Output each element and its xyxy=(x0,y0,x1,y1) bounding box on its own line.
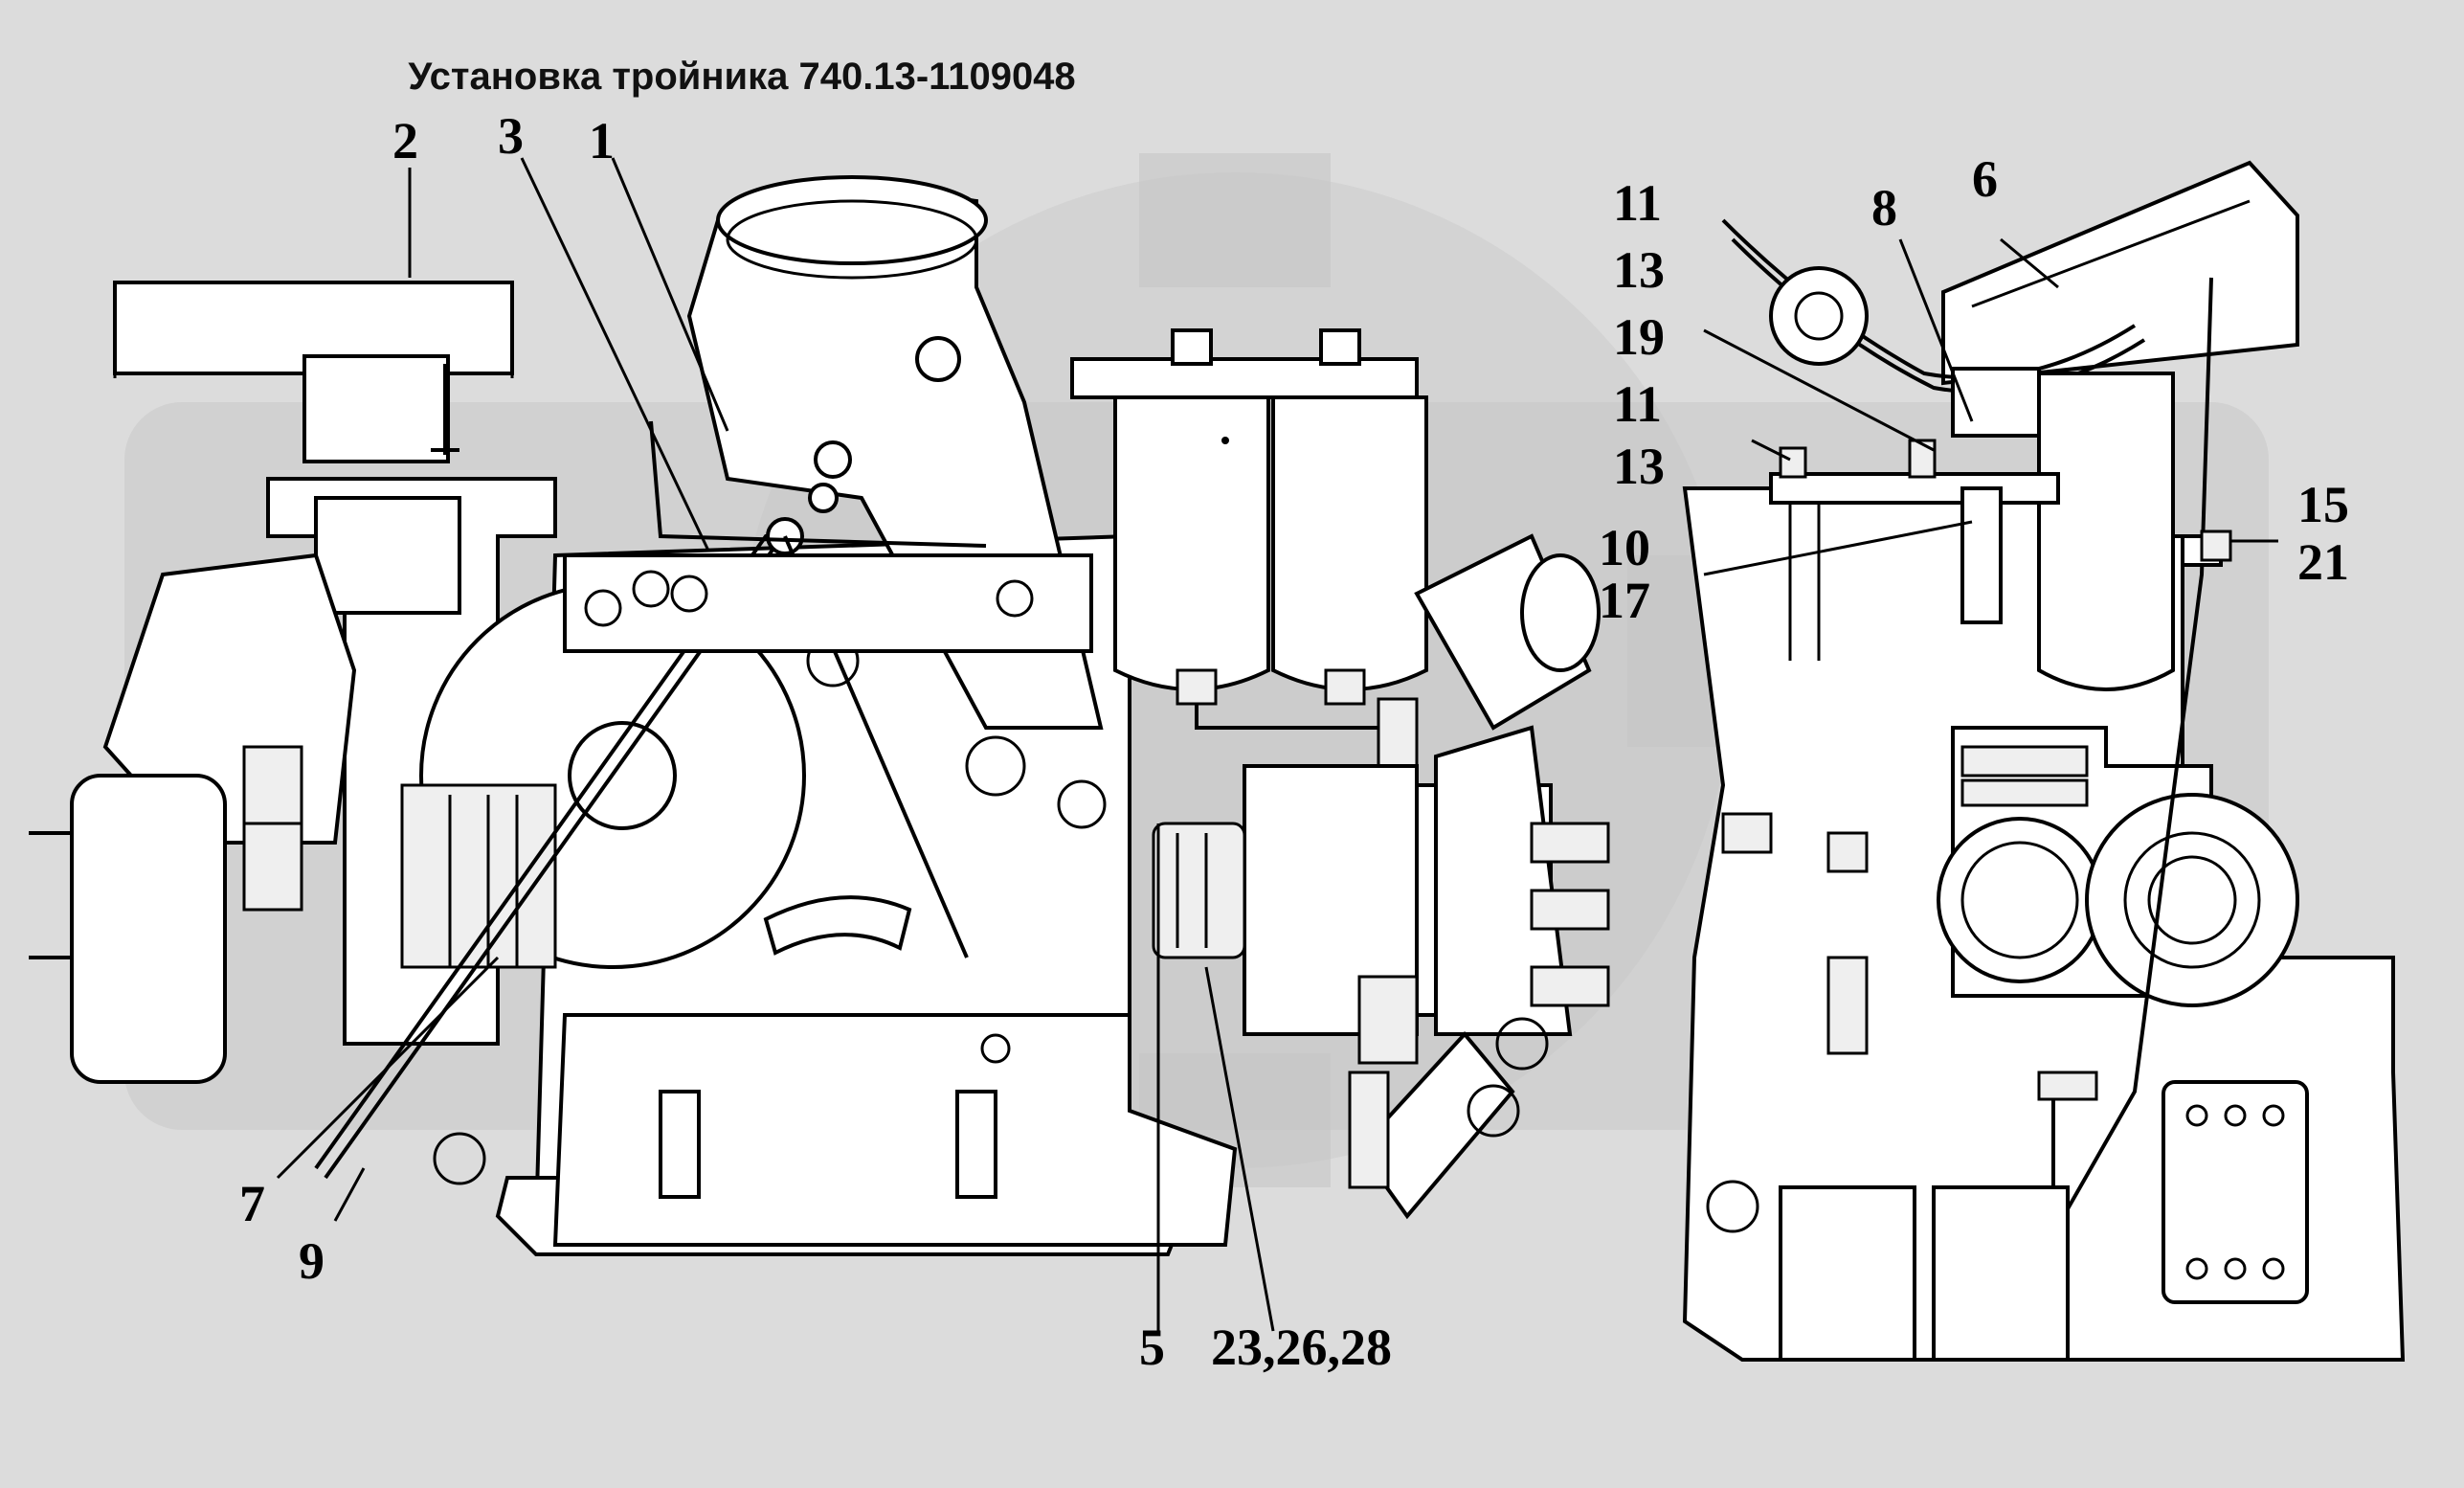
side-view xyxy=(1682,160,2406,1362)
filter-side xyxy=(2037,372,2175,691)
hose-coupling xyxy=(1152,822,1246,959)
intake-flange xyxy=(716,175,988,265)
mount-plate xyxy=(2162,1080,2309,1304)
clamp-strap xyxy=(1721,218,2137,380)
callout-1: 1 xyxy=(589,112,615,169)
callout-8: 8 xyxy=(1871,179,1897,237)
filter-head xyxy=(1070,357,1419,399)
callout-21: 21 xyxy=(2297,533,2349,591)
bracket-plate xyxy=(1769,472,2060,505)
callout-19: 19 xyxy=(1613,308,1665,366)
callout-11-top: 11 xyxy=(1613,174,1662,232)
diagram-title: Установка тройника 740.13-1109048 xyxy=(408,56,1076,98)
air-filter-neck xyxy=(302,354,450,463)
callout-2: 2 xyxy=(392,112,418,169)
front-view xyxy=(29,175,1610,1256)
callout-13-mid: 13 xyxy=(1613,438,1665,495)
callout-5: 5 xyxy=(1139,1319,1165,1376)
lifting-eye xyxy=(1769,266,1869,366)
fuel-filter-1 xyxy=(1113,395,1270,691)
callout-13-top: 13 xyxy=(1613,241,1665,299)
callout-9: 9 xyxy=(299,1232,325,1290)
callout-3: 3 xyxy=(498,107,524,165)
callouts: 2 3 1 7 9 5 23,26,28 11 13 19 11 13 10 1… xyxy=(239,107,2349,1376)
callout-11-mid: 11 xyxy=(1613,375,1662,433)
callout-6: 6 xyxy=(1972,150,1998,208)
leader-lines xyxy=(276,157,2278,1332)
pulley-side xyxy=(2085,793,2299,1007)
callout-10: 10 xyxy=(1599,519,1650,576)
callout-15: 15 xyxy=(2297,476,2349,533)
callout-23-26-28: 23,26,28 xyxy=(1211,1319,1392,1376)
cooler-left xyxy=(70,774,227,1084)
fuel-filter-2 xyxy=(1271,395,1428,691)
callout-7: 7 xyxy=(239,1175,265,1232)
callout-17: 17 xyxy=(1599,572,1650,629)
